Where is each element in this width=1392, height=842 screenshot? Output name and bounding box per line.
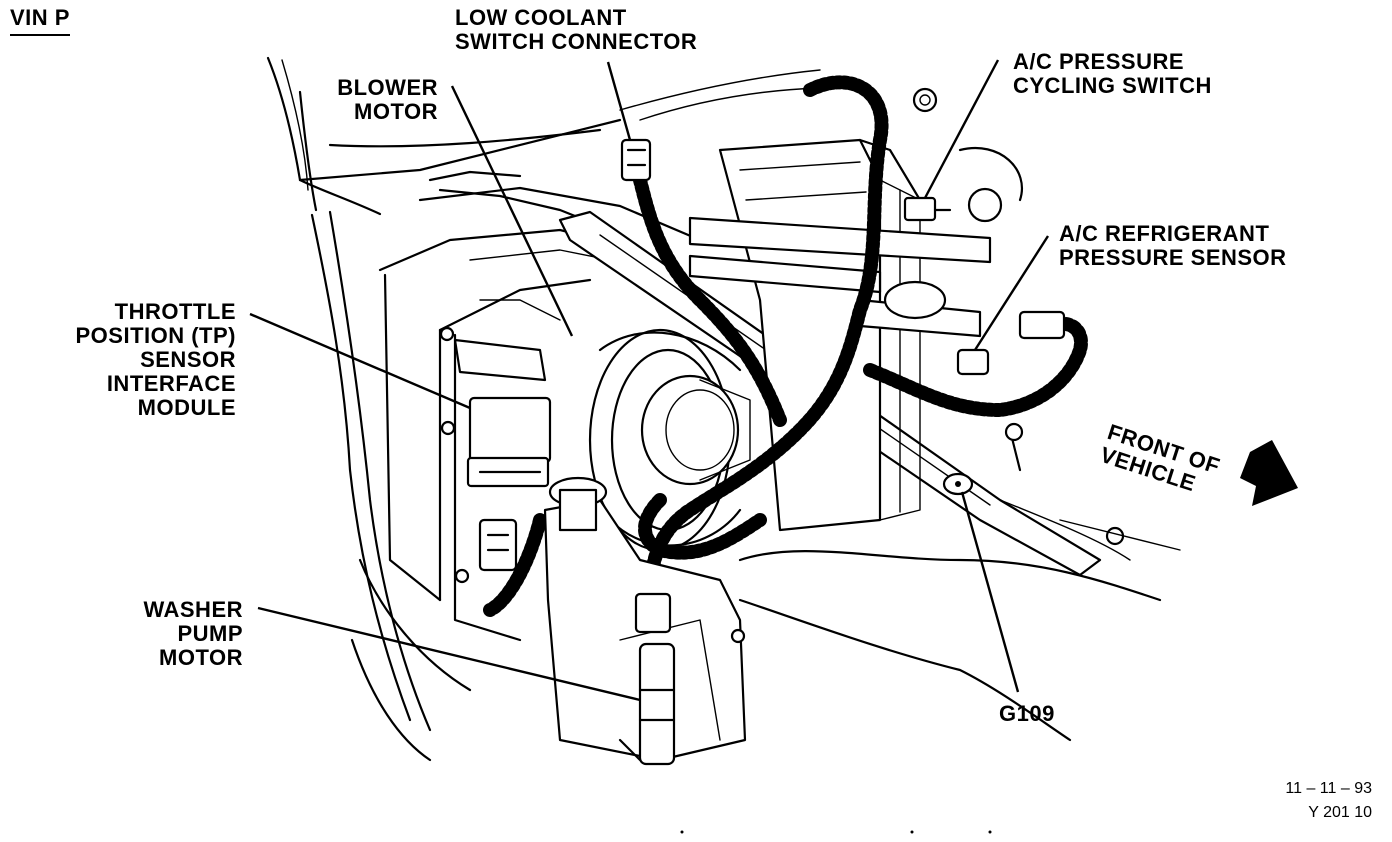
- label-tp-sensor-interface-module: THROTTLE POSITION (TP) SENSOR INTERFACE …: [75, 299, 236, 420]
- wire-harnesses: [483, 75, 1088, 617]
- front-arrow-icon: [1240, 440, 1298, 506]
- blower-housing: [378, 228, 702, 642]
- ground-g109: [942, 472, 1125, 546]
- figure-code: Y 201 10: [1308, 804, 1372, 821]
- leader-g109: [960, 491, 1020, 693]
- tp-sensor-module: [453, 338, 552, 572]
- washer-pump: [634, 592, 676, 766]
- label-washer-pump-motor: WASHER PUMP MOTOR: [143, 597, 243, 670]
- lower-panels: [618, 499, 1181, 762]
- left-fender-outline: [266, 56, 472, 762]
- label-g109: G109: [999, 701, 1055, 726]
- figure-date: 11 – 11 – 93: [1285, 780, 1372, 797]
- ac-refrigerant-sensor: [956, 310, 1066, 472]
- leader-ac-cycling: [923, 59, 1000, 199]
- leader-lines: [249, 59, 1050, 702]
- label-blower-motor: BLOWER MOTOR: [337, 75, 438, 124]
- label-ac-refrigerant-pressure-sensor: A/C REFRIGERANT PRESSURE SENSOR: [1059, 221, 1287, 270]
- vin-header: VIN P: [10, 6, 70, 36]
- ac-cycling-switch: [903, 196, 952, 222]
- label-low-coolant-switch-connector: LOW COOLANT SWITCH CONNECTOR: [455, 5, 698, 54]
- leader-washer: [257, 606, 641, 702]
- label-ac-pressure-cycling-switch: A/C PRESSURE CYCLING SWITCH: [1013, 49, 1212, 98]
- low-coolant-connector: [620, 138, 652, 182]
- ac-lines: [688, 87, 1023, 338]
- leader-ac-refrigerant: [973, 235, 1050, 351]
- leader-low-coolant: [606, 61, 632, 141]
- leader-tp-module: [249, 312, 471, 410]
- blower-motor: [588, 328, 751, 552]
- leader-blower: [450, 85, 574, 337]
